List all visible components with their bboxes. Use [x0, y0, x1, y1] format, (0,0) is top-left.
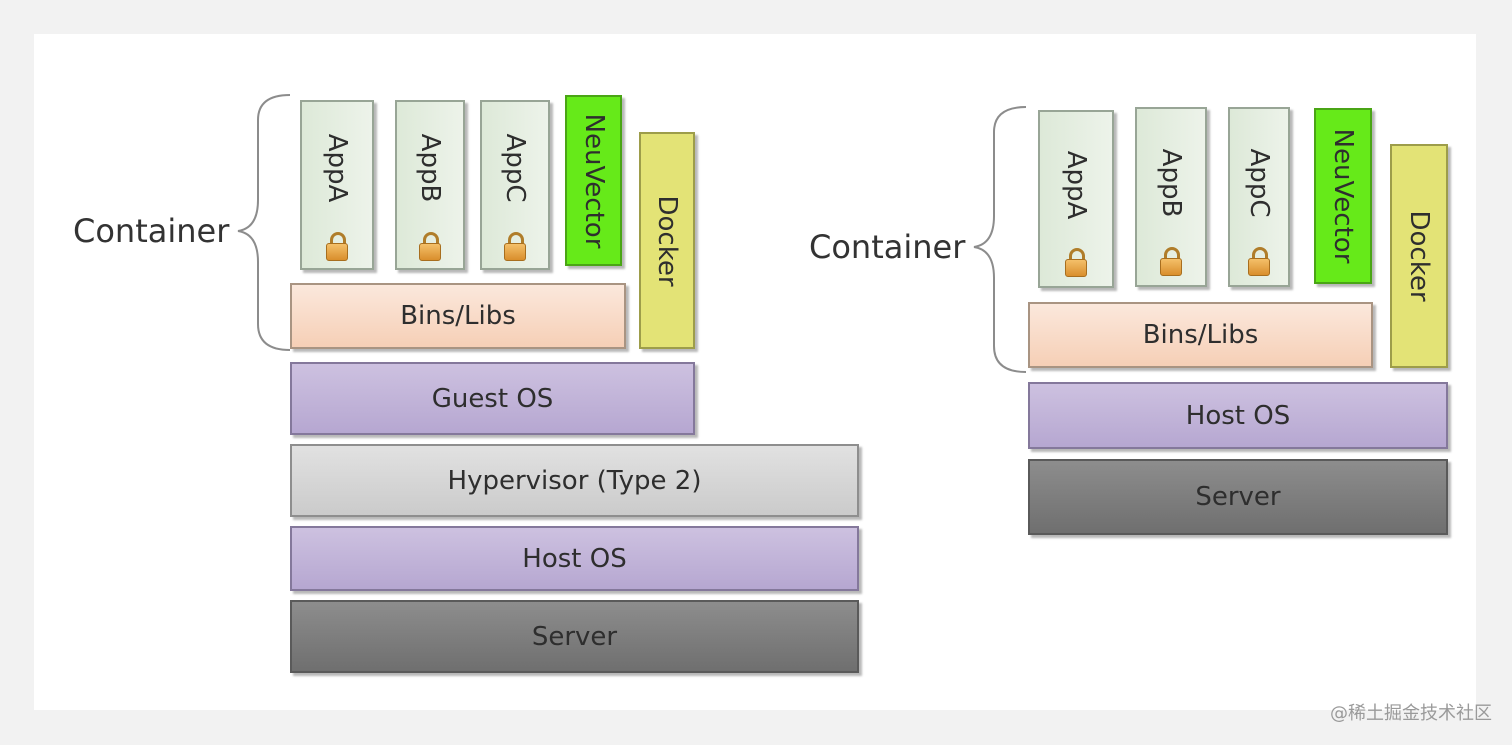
lock-icon [1160, 247, 1182, 277]
left-docker: Docker [639, 132, 695, 349]
right-container-label: Container [809, 228, 966, 266]
left-app-b: AppB [395, 100, 465, 270]
right-neuvector-label: NeuVector [1328, 128, 1358, 264]
right-bins-libs: Bins/Libs [1028, 302, 1373, 368]
right-app-b: AppB [1135, 107, 1207, 287]
lock-icon [504, 232, 526, 262]
diagram-card: Container AppA AppB AppC NeuVector Docke… [34, 34, 1476, 710]
left-app-c: AppC [480, 100, 550, 270]
left-app-c-label: AppC [500, 133, 530, 203]
left-container-label: Container [73, 212, 230, 250]
right-app-c: AppC [1228, 107, 1290, 287]
left-bins-libs: Bins/Libs [290, 283, 626, 349]
lock-icon [419, 232, 441, 262]
left-app-b-label: AppB [415, 134, 445, 203]
left-host-os: Host OS [290, 526, 859, 591]
left-container-brace [237, 94, 291, 351]
lock-icon [326, 232, 348, 262]
left-docker-label: Docker [652, 194, 682, 287]
lock-icon [1065, 248, 1087, 278]
right-app-b-label: AppB [1156, 148, 1186, 218]
left-hypervisor: Hypervisor (Type 2) [290, 444, 859, 517]
left-guest-os: Guest OS [290, 362, 695, 435]
right-docker-label: Docker [1404, 210, 1434, 302]
right-server: Server [1028, 459, 1448, 535]
right-host-os: Host OS [1028, 382, 1448, 449]
left-neuvector: NeuVector [565, 95, 622, 266]
right-container-brace [973, 106, 1027, 373]
right-docker: Docker [1390, 144, 1448, 368]
right-app-a-label: AppA [1061, 150, 1091, 220]
lock-icon [1248, 247, 1270, 277]
right-neuvector: NeuVector [1314, 108, 1372, 284]
left-neuvector-label: NeuVector [578, 113, 609, 248]
right-app-c-label: AppC [1244, 148, 1274, 218]
left-server: Server [290, 600, 859, 673]
left-app-a-label: AppA [322, 134, 352, 203]
right-app-a: AppA [1038, 110, 1114, 288]
watermark: @稀土掘金技术社区 [1330, 703, 1492, 724]
left-app-a: AppA [300, 100, 374, 270]
